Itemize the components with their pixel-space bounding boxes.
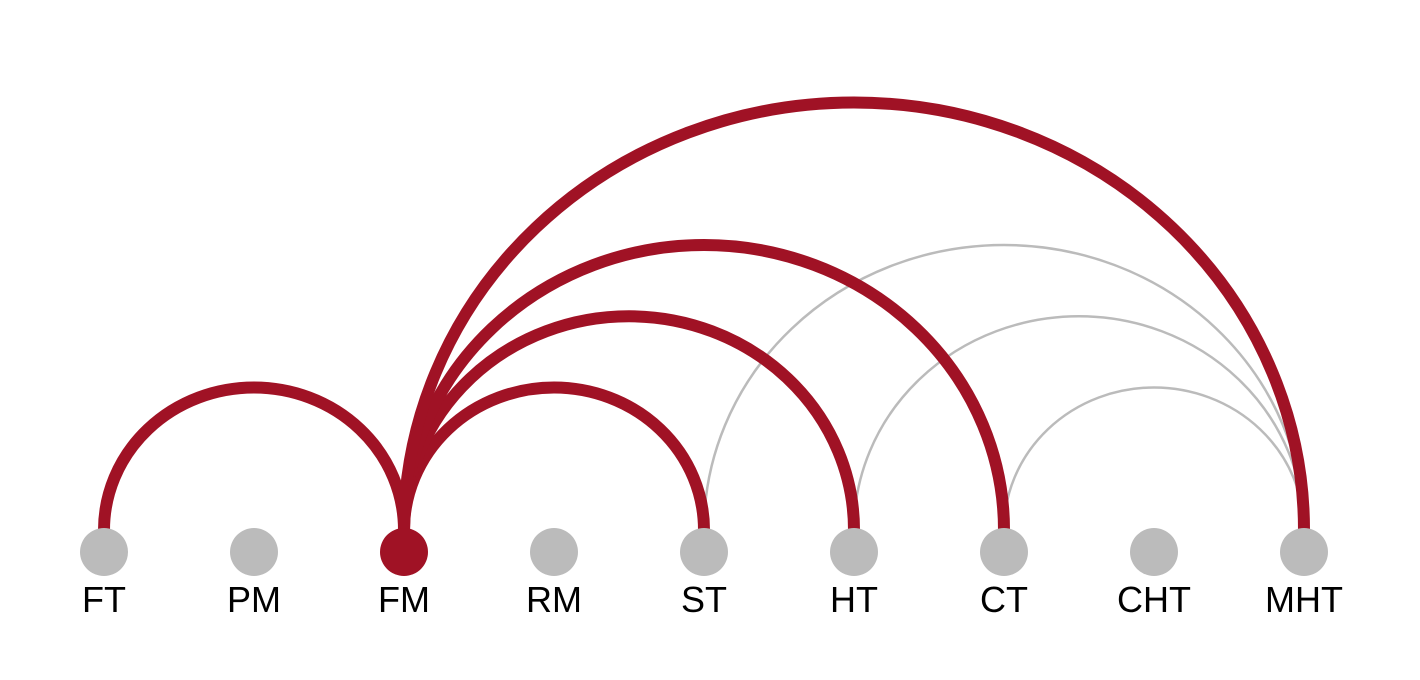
node-st [680, 528, 728, 576]
node-label-mht: MHT [1265, 579, 1343, 620]
node-label-rm: RM [526, 579, 582, 620]
edge-st-mht [702, 243, 1306, 531]
node-label-ft: FT [82, 579, 126, 620]
edges-layer [98, 96, 1310, 531]
node-label-ht: HT [830, 579, 878, 620]
node-label-cht: CHT [1117, 579, 1191, 620]
node-mht [1280, 528, 1328, 576]
node-label-pm: PM [227, 579, 281, 620]
edge-fm-ct [398, 239, 1010, 531]
edge-ct-mht [1002, 386, 1306, 531]
labels-layer: FT PM FM RM ST HT CT CHT MHT [82, 579, 1343, 620]
edge-fm-ht [398, 310, 860, 531]
edge-fm-mht [398, 96, 1310, 531]
edge-ht-mht [852, 315, 1306, 531]
node-ht [830, 528, 878, 576]
node-label-ct: CT [980, 579, 1028, 620]
node-label-st: ST [681, 579, 727, 620]
node-ct [980, 528, 1028, 576]
node-label-fm: FM [378, 579, 430, 620]
node-rm [530, 528, 578, 576]
edge-ft-fm [98, 381, 410, 531]
node-cht [1130, 528, 1178, 576]
node-fm [380, 528, 428, 576]
node-ft [80, 528, 128, 576]
node-pm [230, 528, 278, 576]
nodes-layer [80, 528, 1328, 576]
